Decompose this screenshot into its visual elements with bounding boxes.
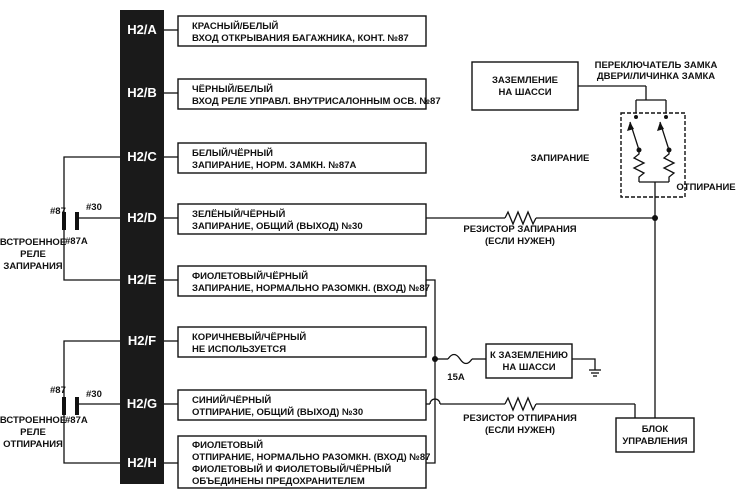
pin-label-h2h: H2/H (127, 455, 157, 470)
pin-box-h2d: ЗЕЛЁНЫЙ/ЧЁРНЫЙ ЗАПИРАНИЕ, ОБЩИЙ (ВЫХОД) … (177, 203, 427, 235)
relay-label: РЕЛЕ (20, 249, 46, 260)
ground-box-label: НА ШАССИ (502, 362, 555, 373)
pin-label-h2e: H2/E (128, 272, 157, 287)
ground-box: К ЗАЗЕМЛЕНИЮ НА ШАССИ (485, 343, 601, 379)
pin-wire-color: ФИОЛЕТОВЫЙ (192, 439, 263, 451)
pin-wire-color: ЧЁРНЫЙ/БЕЛЫЙ (192, 83, 273, 95)
switch-label: ПЕРЕКЛЮЧАТЕЛЬ ЗАМКА (595, 60, 718, 71)
pin-description: ОТПИРАНИЕ, НОРМАЛЬНО РАЗОМКН. (ВХОД) №87 (192, 452, 430, 463)
pin-description: ЗАПИРАНИЕ, НОРМАЛЬНО РАЗОМКН. (ВХОД) №87 (192, 283, 430, 294)
pin-box-h2g: СИНИЙ/ЧЁРНЫЙ ОТПИРАНИЕ, ОБЩИЙ (ВЫХОД) №3… (177, 389, 427, 421)
control-unit-box: БЛОК УПРАВЛЕНИЯ (615, 417, 695, 453)
lock-relay: #87 #87A #30 ВСТРОЕННОЕ РЕЛЕ ЗАПИРАНИЯ (0, 156, 120, 281)
lock-resistor-symbol (504, 210, 537, 226)
pin-description-extra: ОБЪЕДИНЕНЫ ПРЕДОХРАНИТЕЛЕМ (192, 476, 365, 487)
pin-wire-color: ФИОЛЕТОВЫЙ/ЧЁРНЫЙ (192, 270, 308, 282)
unlock-label: ОТПИРАНИЕ (676, 182, 735, 193)
pin-description-extra: ФИОЛЕТОВЫЙ И ФИОЛЕТОВЫЙ/ЧЁРНЫЙ (192, 463, 391, 475)
control-unit-label: БЛОК (642, 424, 669, 435)
pin-description: ОТПИРАНИЕ, ОБЩИЙ (ВЫХОД) №30 (192, 406, 363, 418)
pin-description: ЗАПИРАНИЕ, НОРМ. ЗАМКН. №87A (192, 160, 356, 171)
unlock-relay: #87 #87A #30 ВСТРОЕННОЕ РЕЛЕ ОТПИРАНИЯ (0, 340, 120, 464)
ground-icon (589, 369, 601, 377)
pin-description: ЗАПИРАНИЕ, ОБЩИЙ (ВЫХОД) №30 (192, 220, 363, 232)
chassis-ground-label: НА ШАССИ (498, 87, 551, 98)
pin-label-h2f: H2/F (128, 333, 156, 348)
relay-label: ЗАПИРАНИЯ (3, 261, 62, 272)
pin-box-h2f: КОРИЧНЕВЫЙ/ЧЁРНЫЙ НЕ ИСПОЛЬЗУЕТСЯ (177, 326, 427, 358)
relay-terminal-30: #30 (86, 389, 102, 400)
pin-label-h2c: H2/C (127, 149, 157, 164)
fuse-bus: 15A (426, 279, 486, 464)
pin-label-h2b: H2/B (127, 85, 157, 100)
fuse-symbol (447, 353, 473, 365)
relay-terminal-30: #30 (86, 202, 102, 213)
connector-h2 (120, 10, 164, 484)
ground-box-label: К ЗАЗЕМЛЕНИЮ (490, 350, 568, 361)
relay-terminal-87a: #87A (65, 415, 88, 426)
pin-wire-color: ЗЕЛЁНЫЙ/ЧЁРНЫЙ (192, 208, 285, 220)
relay-terminal-87a: #87A (65, 236, 88, 247)
relay-label: ОТПИРАНИЯ (3, 439, 63, 450)
chassis-ground-box: ЗАЗЕМЛЕНИЕ НА ШАССИ (471, 61, 579, 111)
pin-box-h2h: ФИОЛЕТОВЫЙ ОТПИРАНИЕ, НОРМАЛЬНО РАЗОМКН.… (177, 435, 430, 489)
pin-wire-color: КОРИЧНЕВЫЙ/ЧЁРНЫЙ (192, 331, 306, 343)
lock-label: ЗАПИРАНИЕ (531, 153, 590, 164)
pin-wire-color: КРАСНЫЙ/БЕЛЫЙ (192, 20, 279, 32)
pin-label-h2d: H2/D (127, 210, 157, 225)
door-lock-switch: ПЕРЕКЛЮЧАТЕЛЬ ЗАМКА ДВЕРИ/ЛИЧИНКА ЗАМКА (578, 60, 717, 418)
pin-description: НЕ ИСПОЛЬЗУЕТСЯ (192, 344, 286, 355)
unlock-circuit: РЕЗИСТОР ОТПИРАНИЯ (ЕСЛИ НУЖЕН) (426, 396, 636, 436)
pin-description: ВХОД РЕЛЕ УПРАВЛ. ВНУТРИСАЛОННЫМ ОСВ. №8… (192, 96, 441, 107)
lock-resistor-label: (ЕСЛИ НУЖЕН) (485, 236, 555, 247)
switch-label: ДВЕРИ/ЛИЧИНКА ЗАМКА (597, 71, 715, 82)
pin-wire-color: БЕЛЫЙ/ЧЁРНЫЙ (192, 147, 273, 159)
pin-box-h2e: ФИОЛЕТОВЫЙ/ЧЁРНЫЙ ЗАПИРАНИЕ, НОРМАЛЬНО Р… (177, 265, 430, 297)
pin-stubs (164, 29, 178, 464)
pin-wire-color: СИНИЙ/ЧЁРНЫЙ (192, 394, 271, 406)
fuse-rating: 15A (447, 372, 465, 383)
chassis-ground-label: ЗАЗЕМЛЕНИЕ (492, 75, 558, 86)
relay-label: РЕЛЕ (20, 427, 46, 438)
pin-label-h2g: H2/G (127, 396, 157, 411)
unlock-resistor-label: (ЕСЛИ НУЖЕН) (485, 425, 555, 436)
relay-label: ВСТРОЕННОЕ (0, 237, 66, 248)
pin-box-h2a: КРАСНЫЙ/БЕЛЫЙ ВХОД ОТКРЫВАНИЯ БАГАЖНИКА,… (177, 15, 427, 47)
pin-label-h2a: H2/A (127, 22, 157, 37)
pin-description: ВХОД ОТКРЫВАНИЯ БАГАЖНИКА, КОНТ. №87 (192, 33, 409, 44)
relay-terminal-87: #87 (50, 206, 66, 217)
control-unit-label: УПРАВЛЕНИЯ (622, 436, 687, 447)
lock-resistor-label: РЕЗИСТОР ЗАПИРАНИЯ (463, 224, 576, 235)
relay-terminal-87: #87 (50, 385, 66, 396)
unlock-resistor-label: РЕЗИСТОР ОТПИРАНИЯ (463, 413, 577, 424)
unlock-resistor-symbol (504, 396, 537, 412)
pin-box-h2b: ЧЁРНЫЙ/БЕЛЫЙ ВХОД РЕЛЕ УПРАВЛ. ВНУТРИСАЛ… (177, 78, 441, 110)
lock-circuit: РЕЗИСТОР ЗАПИРАНИЯ (ЕСЛИ НУЖЕН) (426, 210, 655, 247)
pin-box-h2c: БЕЛЫЙ/ЧЁРНЫЙ ЗАПИРАНИЕ, НОРМ. ЗАМКН. №87… (177, 142, 427, 174)
relay-label: ВСТРОЕННОЕ (0, 415, 66, 426)
